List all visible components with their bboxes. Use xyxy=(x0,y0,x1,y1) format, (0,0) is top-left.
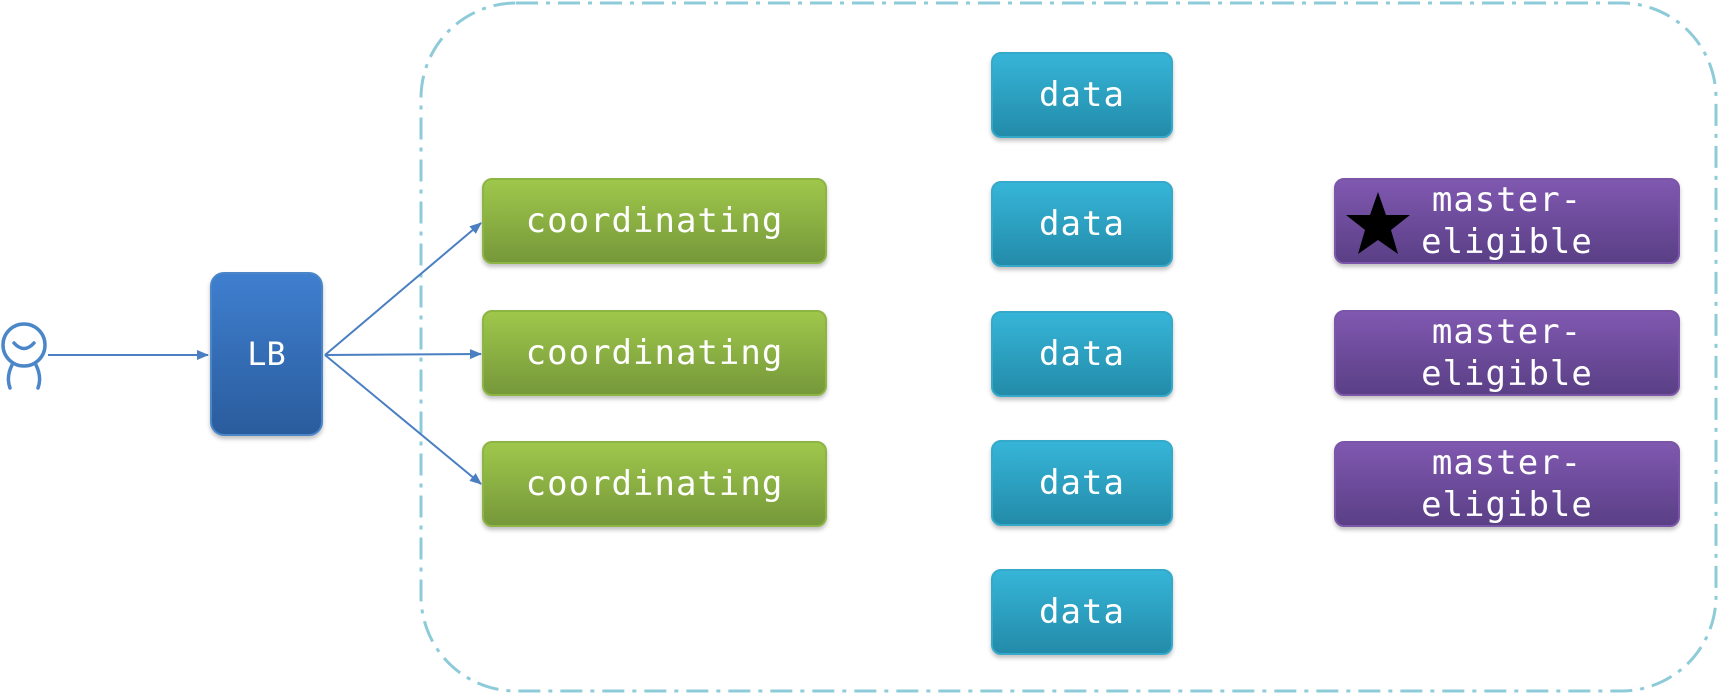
master-label-line1: master- xyxy=(1431,180,1583,220)
data-label: data xyxy=(1039,204,1125,244)
data-label: data xyxy=(1039,592,1125,632)
lb-to-coordinating-1-arrow xyxy=(324,222,482,356)
master-eligible-node: master- eligible xyxy=(1334,310,1680,396)
master-eligible-node: master- eligible xyxy=(1334,441,1680,527)
coordinating-node: coordinating xyxy=(482,441,827,527)
master-label-line2: eligible xyxy=(1421,485,1593,525)
cluster-boundary xyxy=(419,1,1718,693)
coordinating-node: coordinating xyxy=(482,178,827,264)
data-node: data xyxy=(991,181,1173,267)
user-icon xyxy=(1,322,47,390)
data-node: data xyxy=(991,569,1173,655)
data-label: data xyxy=(1039,75,1125,115)
data-label: data xyxy=(1039,334,1125,374)
master-label-line1: master- xyxy=(1431,312,1583,352)
star-icon xyxy=(1346,192,1410,254)
data-node: data xyxy=(991,440,1173,526)
load-balancer-label: LB xyxy=(247,335,286,373)
lb-to-coordinating-2-arrow xyxy=(324,349,482,360)
master-label-line1: master- xyxy=(1431,443,1583,483)
coordinating-label: coordinating xyxy=(525,333,784,373)
load-balancer-node: LB xyxy=(210,272,323,436)
data-label: data xyxy=(1039,463,1125,503)
master-eligible-node-elected: master- eligible xyxy=(1334,178,1680,264)
coordinating-label: coordinating xyxy=(525,201,784,241)
data-node: data xyxy=(991,52,1173,138)
data-node: data xyxy=(991,311,1173,397)
lb-to-coordinating-3-arrow xyxy=(324,354,482,485)
coordinating-node: coordinating xyxy=(482,310,827,396)
coordinating-label: coordinating xyxy=(525,464,784,504)
master-label-line2: eligible xyxy=(1421,354,1593,394)
master-label-line2: eligible xyxy=(1421,222,1593,262)
